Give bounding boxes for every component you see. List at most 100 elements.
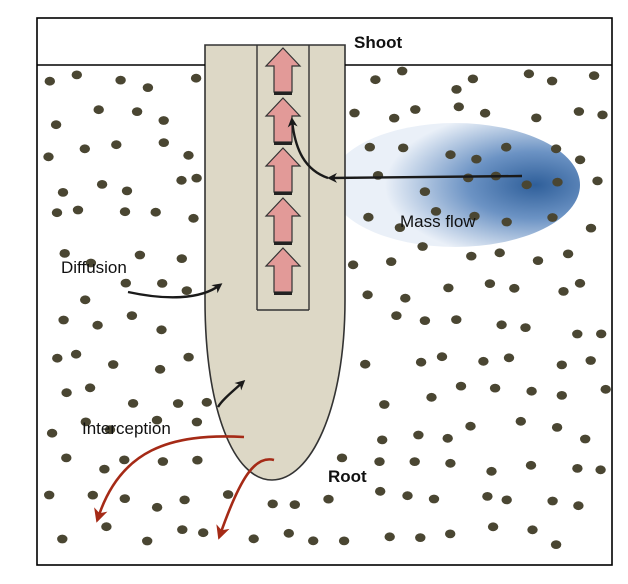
soil-particle [419, 316, 431, 325]
diffusion-arrow [127, 283, 223, 299]
soil-particle [119, 494, 130, 503]
soil-particle [93, 105, 104, 115]
soil-particle [379, 400, 390, 409]
soil-particle [79, 144, 91, 154]
soil-particle [131, 107, 143, 116]
soil-particle [222, 490, 234, 499]
soil-particle [415, 357, 427, 367]
soil-particle [596, 329, 607, 339]
interception-arrow-right [216, 458, 275, 540]
soil-particle [409, 457, 420, 466]
soil-particle [176, 175, 187, 185]
xylem-arrow-base [274, 242, 292, 245]
soil-particle [99, 464, 110, 474]
soil-particle [134, 250, 146, 260]
soil-particle [267, 499, 278, 509]
soil-particle [85, 258, 97, 268]
soil-particle [80, 295, 91, 305]
soil-particle [127, 399, 139, 408]
soil-particle [397, 66, 408, 76]
soil-particle [44, 490, 55, 500]
soil-particle [349, 108, 360, 118]
soil-particle [515, 416, 526, 426]
soil-particle [44, 76, 55, 86]
soil-particle [417, 242, 428, 251]
soil-particle [323, 494, 334, 504]
soil-particle [181, 286, 192, 295]
mass-flow-label: Mass flow [400, 212, 476, 231]
soil-particle [188, 213, 199, 223]
soil-particle [551, 423, 563, 432]
soil-particle [463, 173, 474, 183]
soil-particle [445, 529, 456, 539]
soil-particles [43, 66, 611, 549]
soil-particle [484, 279, 496, 288]
soil-particle [547, 213, 558, 222]
soil-particle [289, 500, 300, 509]
interception-arrow-left [94, 435, 245, 523]
soil-particle [191, 173, 202, 183]
soil-particle [402, 491, 413, 501]
soil-particle [360, 359, 371, 369]
soil-particle [51, 208, 63, 218]
soil-particle [467, 74, 479, 84]
soil-particle [573, 501, 584, 511]
soil-particle [157, 279, 168, 288]
soil-particle [57, 188, 69, 197]
soil-particle [501, 142, 512, 152]
soil-particle [532, 256, 544, 265]
soil-particle [556, 360, 567, 370]
soil-particle [509, 283, 520, 293]
soil-particle [92, 320, 103, 330]
soil-particle [436, 352, 448, 362]
soil-particle [580, 434, 591, 444]
soil-particle [520, 323, 531, 332]
soil-particle [546, 76, 558, 86]
soil-particle [198, 528, 209, 538]
soil-particle [453, 102, 464, 112]
soil-particle [283, 528, 294, 538]
soil-particle [150, 207, 161, 217]
soil-particle [574, 155, 586, 165]
soil-particle [556, 391, 567, 400]
soil-particle [363, 212, 374, 222]
soil-particle [600, 384, 611, 394]
soil-particle [96, 180, 108, 189]
soil-particle [191, 417, 203, 427]
soil-particle [487, 522, 499, 532]
soil-particle [115, 75, 126, 85]
soil-particle [479, 108, 491, 118]
soil-particle [157, 457, 169, 466]
soil-particle [57, 534, 68, 544]
soil-particle [503, 353, 515, 363]
soil-particle [46, 428, 58, 438]
soil-particle [486, 466, 497, 476]
soil-particle [496, 320, 507, 330]
xylem-arrow-base [274, 192, 292, 195]
soil-particle [415, 533, 426, 542]
soil-particle [451, 85, 462, 94]
soil-particle [469, 211, 480, 221]
soil-particle [338, 536, 350, 546]
soil-particle [588, 71, 600, 80]
soil-particle [190, 73, 202, 83]
soil-particle [398, 143, 409, 153]
soil-particle [50, 120, 62, 130]
soil-particle [120, 278, 131, 288]
soil-particle [527, 525, 538, 535]
soil-particle [364, 142, 375, 152]
soil-particle [192, 455, 203, 465]
soil-particle [426, 392, 437, 402]
soil-particle [375, 486, 386, 496]
soil-particle [336, 453, 348, 463]
soil-particle [108, 360, 119, 369]
xylem-arrow-base [274, 92, 292, 95]
soil-particle [384, 532, 395, 542]
soil-particle [158, 116, 169, 125]
soil-particle [121, 186, 133, 196]
soil-particle [531, 113, 542, 123]
soil-particle [176, 254, 187, 263]
soil-particle [389, 113, 400, 123]
soil-particle [573, 107, 585, 116]
soil-particle [58, 315, 69, 325]
